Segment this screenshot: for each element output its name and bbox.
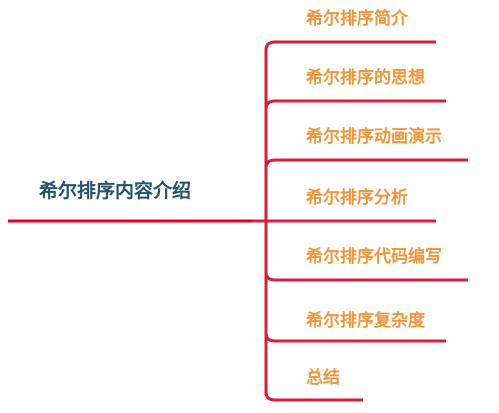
branch-connector <box>264 40 436 51</box>
branch-topic-summary: 总结 <box>306 368 340 388</box>
branch-connector <box>264 271 468 282</box>
branch-topic-animation: 希尔排序动画演示 <box>306 127 442 147</box>
branch-topic-analysis: 希尔排序分析 <box>306 188 408 208</box>
branch-connector <box>264 332 446 343</box>
branch-topic-idea: 希尔排序的思想 <box>306 68 425 88</box>
branch-connector <box>264 158 468 169</box>
branch-topic-complexity: 希尔排序复杂度 <box>306 311 425 331</box>
branch-connector <box>264 391 363 402</box>
branch-connector <box>264 99 446 110</box>
branch-topic-intro: 希尔排序简介 <box>306 9 408 29</box>
root-topic: 希尔排序内容介绍 <box>39 180 192 202</box>
branch-topic-code: 希尔排序代码编写 <box>306 247 442 267</box>
